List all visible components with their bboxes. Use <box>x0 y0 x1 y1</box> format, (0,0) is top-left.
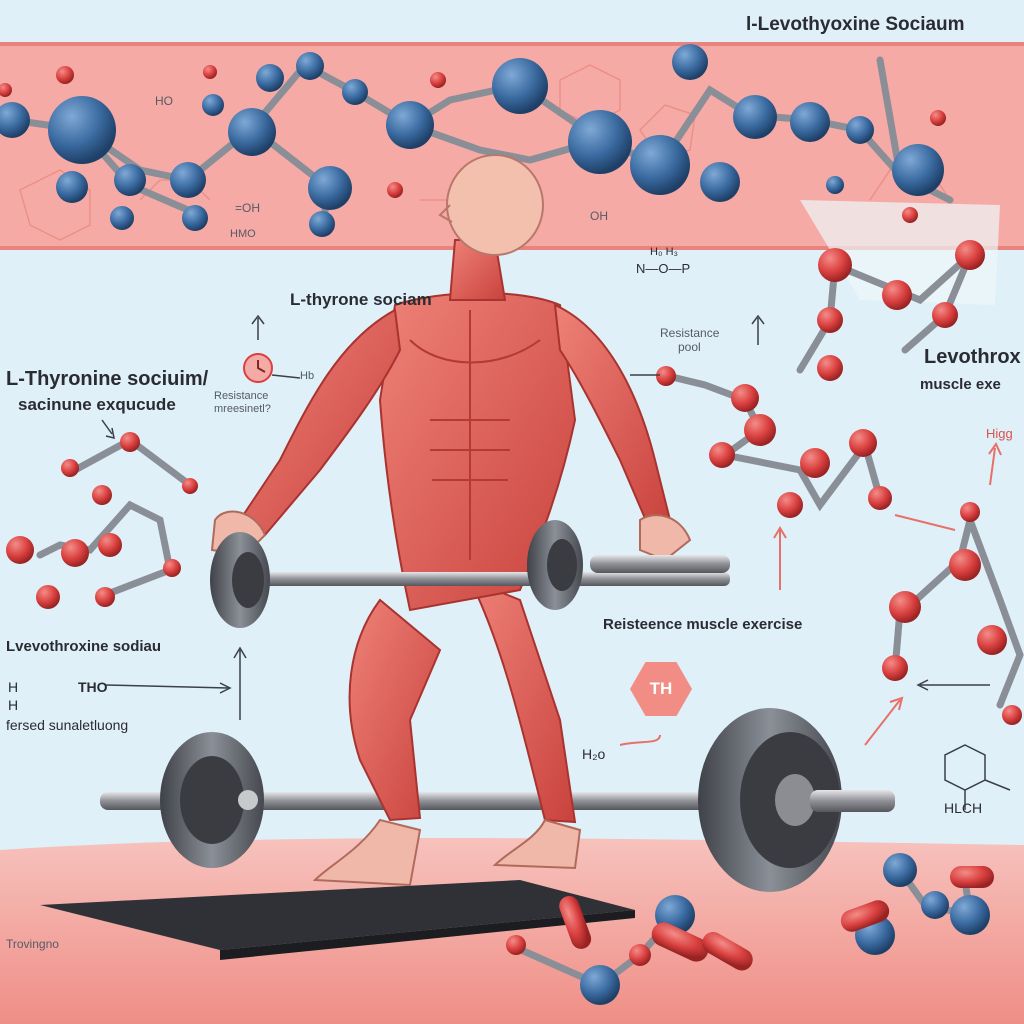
levothrox-line1: Levothrox <box>924 346 1021 368</box>
formula-h2: H <box>8 697 19 713</box>
floor-mat <box>40 880 635 960</box>
levothrox-line2: muscle exe <box>920 376 1001 393</box>
resistance-pool-2: pool <box>678 340 701 354</box>
hlch-label: HLCH <box>944 800 983 816</box>
held-barbell <box>210 520 730 628</box>
small-resistance-2: mreesinetl? <box>214 403 271 415</box>
banner-oh-1: HO <box>155 94 173 108</box>
left-title-line2: sacinune exqucude <box>18 395 176 414</box>
h2o-label: H₂o <box>582 746 606 762</box>
nop-label: N—O—P <box>636 261 691 276</box>
formula-h: H <box>8 679 19 695</box>
banner-hmo: HMO <box>230 228 256 240</box>
hig-label: Higg <box>986 426 1013 441</box>
top-right-title: l-Levothyoxine Sociaum <box>746 14 965 35</box>
bottom-corner-label: Trovingno <box>6 937 59 951</box>
floor-molecules <box>506 853 994 1005</box>
molecule-banner-atoms <box>0 44 944 237</box>
clock-icon <box>243 353 301 383</box>
th-hex-label: TH <box>649 679 673 698</box>
center-caption: Reisteence muscle exercise <box>603 616 803 633</box>
bottom-left-title: Lvevothroxine sodiau <box>6 638 162 655</box>
center-title: L-thyrone sociam <box>290 290 432 309</box>
arrows <box>101 314 990 720</box>
banner-oh-3: OH <box>590 209 608 223</box>
formula-tho: THO <box>78 679 108 695</box>
athlete-figure <box>210 154 692 887</box>
nop-h-label: H₀ H₃ <box>650 246 678 258</box>
left-title-line1: L-Thyronine sociuim/ <box>6 368 209 390</box>
banner-oh-2: =OH <box>235 201 261 215</box>
floor-barbell <box>100 708 895 892</box>
small-resistance-1: Resistance <box>214 390 269 402</box>
small-h-label: Hb <box>300 370 315 382</box>
molecule-red-atoms <box>0 65 1022 725</box>
bottom-left-sub: fersed sunaletluong <box>6 717 129 733</box>
resistance-pool-1: Resistance <box>660 326 720 340</box>
